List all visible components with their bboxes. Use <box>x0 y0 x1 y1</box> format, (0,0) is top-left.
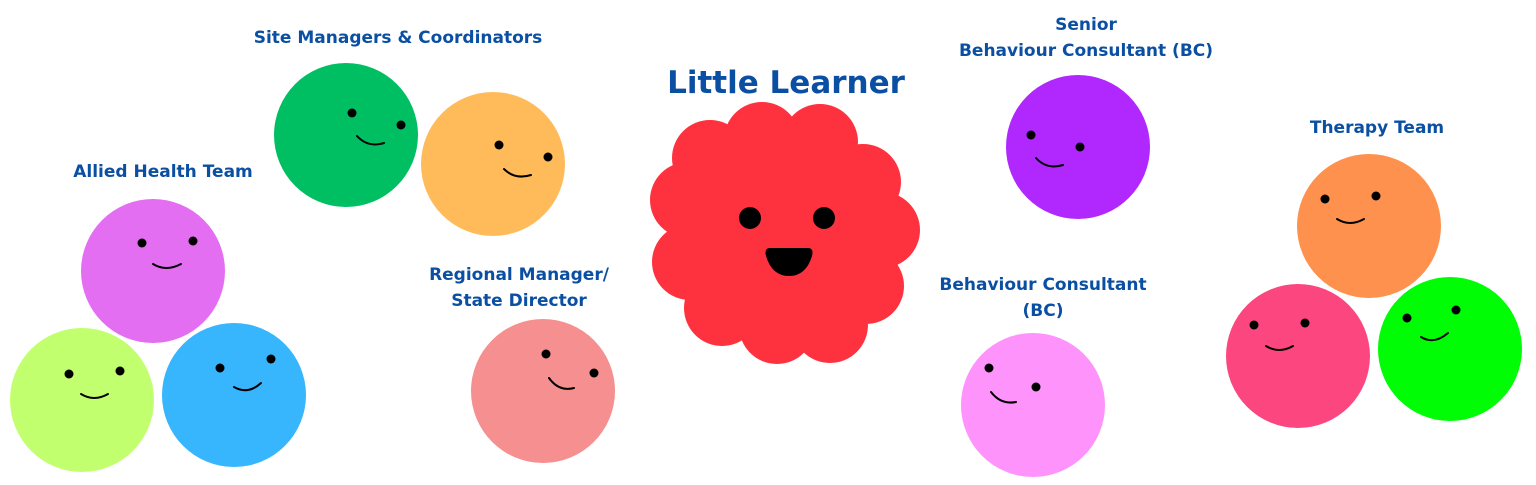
regional-manager-label: Regional Manager/ State Director <box>429 265 609 311</box>
regional-manager-group <box>471 319 615 463</box>
site-managers-group <box>274 63 565 236</box>
face-circle <box>81 199 225 343</box>
smiley-face-icon <box>421 92 565 236</box>
smiley-face-icon <box>10 328 154 472</box>
smiley-face-icon <box>274 63 418 207</box>
page-title: Little Learner <box>667 65 905 101</box>
smiley-face-icon <box>961 333 1105 477</box>
bc-group <box>961 333 1105 477</box>
senior-bc-label: Senior Behaviour Consultant (BC) <box>958 15 1214 61</box>
smiley-face-icon <box>1378 277 1522 421</box>
site-managers-label: Site Managers & Coordinators <box>253 28 543 48</box>
smiley-face-icon <box>81 199 225 343</box>
smiley-face-icon <box>1297 154 1441 298</box>
therapy-team-label: Therapy Team <box>1309 118 1445 138</box>
little-learner-flower-icon <box>650 102 920 364</box>
allied-health-team-label: Allied Health Team <box>73 162 253 182</box>
smiley-face-icon <box>1006 75 1150 219</box>
smiley-face-icon <box>1226 284 1370 428</box>
allied-health-team-group <box>10 199 306 472</box>
senior-bc-group <box>1006 75 1150 219</box>
smiley-face-icon <box>162 323 306 467</box>
bc-label: Behaviour Consultant (BC) <box>939 275 1147 321</box>
smiley-face-icon <box>471 319 615 463</box>
therapy-team-group <box>1226 154 1522 428</box>
